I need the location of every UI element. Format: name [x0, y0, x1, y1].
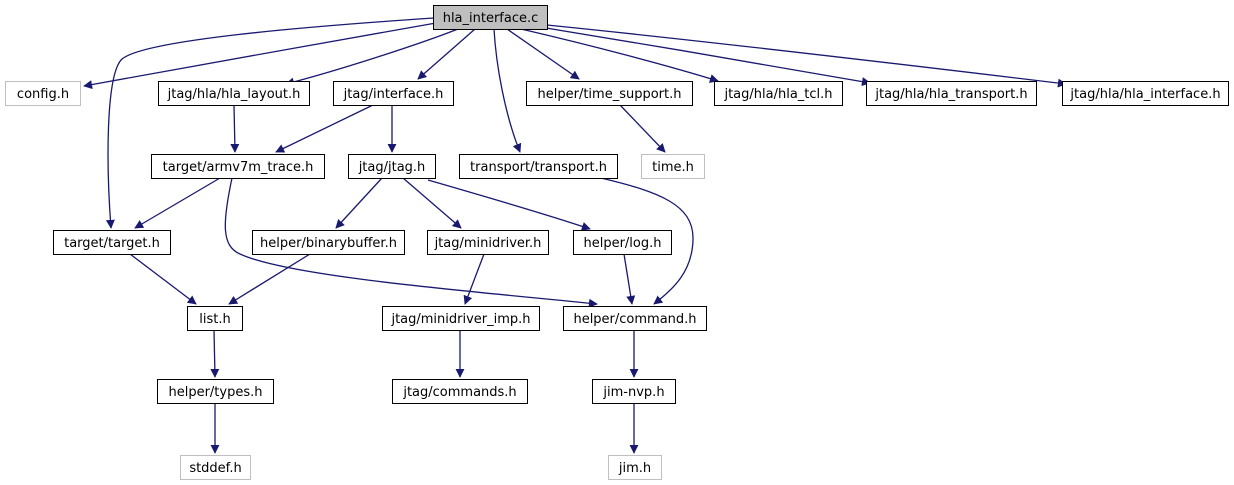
node-box — [459, 154, 618, 179]
node-list-h[interactable]: list.h — [187, 306, 243, 331]
edge-log_h-to-command_h — [623, 253, 636, 305]
node-command-h[interactable]: helper/command.h — [563, 306, 707, 331]
node-box — [433, 5, 548, 30]
node-hla-transport-h[interactable]: jtag/hla/hla_transport.h — [866, 81, 1037, 106]
edge-minidriver_h-to-minidriver_imp_h — [463, 253, 485, 305]
node-types-h[interactable]: helper/types.h — [157, 379, 274, 404]
node-label: helper/types.h — [168, 385, 262, 400]
node-box — [158, 81, 310, 106]
node-label: jtag/hla/hla_transport.h — [874, 87, 1027, 102]
node-label: transport/transport.h — [470, 160, 607, 175]
node-box — [392, 379, 528, 404]
node-label: stddef.h — [189, 461, 241, 476]
node-label: jim-nvp.h — [602, 385, 664, 400]
nodes-layer: hla_interface.c config.h jtag/hla/hla_layo… — [5, 5, 1229, 480]
node-transport-h[interactable]: transport/transport.h — [459, 154, 618, 179]
node-label: helper/log.h — [583, 236, 661, 251]
node-root: hla_interface.c — [433, 5, 548, 30]
node-box — [252, 230, 405, 255]
node-label: hla_interface.c — [443, 11, 539, 26]
node-box — [180, 455, 251, 480]
node-hla-tcl-h[interactable]: jtag/hla/hla_tcl.h — [714, 81, 843, 106]
edge-root-to-transport_h — [493, 28, 522, 153]
node-label: jim.h — [618, 461, 651, 476]
edge-transport_h-to-command_h — [600, 177, 694, 305]
edge-root-to-hla_tcl_h — [520, 28, 719, 83]
node-box — [5, 81, 81, 106]
node-minidriver-h[interactable]: jtag/minidriver.h — [427, 230, 549, 255]
node-box — [427, 230, 549, 255]
edge-interface_h-to-armv7m_trace_h — [275, 104, 374, 153]
node-box — [151, 154, 325, 179]
node-jim-nvp-h[interactable]: jim-nvp.h — [592, 379, 676, 404]
node-label: list.h — [199, 312, 230, 327]
edge-list_h-to-types_h — [210, 329, 220, 378]
edge-root-to-interface_h — [417, 28, 476, 80]
edge-root-to-hla_layout_h — [285, 28, 459, 87]
node-label: jtag/hla/hla_interface.h — [1069, 87, 1220, 102]
node-box — [573, 230, 672, 255]
node-label: jtag/commands.h — [402, 385, 516, 400]
node-armv7m-trace-h[interactable]: target/armv7m_trace.h — [151, 154, 325, 179]
edge-root-to-hla_interface_h — [546, 24, 1067, 88]
edge-armv7m_trace_h-to-target_h — [134, 177, 221, 229]
node-box — [157, 379, 274, 404]
edge-time_support_h-to-time_h — [619, 104, 666, 153]
node-label: time.h — [652, 160, 694, 175]
edge-hla_layout_h-to-armv7m_trace_h — [230, 104, 240, 153]
edge-root-to-hla_transport_h — [539, 26, 871, 87]
node-box — [1062, 81, 1229, 106]
node-binarybuffer-h[interactable]: helper/binarybuffer.h — [252, 230, 405, 255]
node-box — [348, 154, 436, 179]
node-label: jtag/minidriver.h — [434, 236, 542, 251]
node-label: config.h — [17, 87, 69, 102]
node-box — [333, 81, 454, 106]
node-box — [563, 306, 707, 331]
node-label: jtag/hla/hla_layout.h — [167, 87, 301, 102]
node-label: helper/binarybuffer.h — [260, 236, 397, 251]
edge-jtag_h-to-binarybuffer_h — [335, 177, 383, 229]
node-stddef-h: stddef.h — [180, 455, 251, 480]
node-box — [608, 455, 662, 480]
node-label: target/armv7m_trace.h — [163, 160, 314, 175]
node-label: target/target.h — [64, 236, 160, 251]
node-box — [641, 154, 705, 179]
node-box — [866, 81, 1037, 106]
node-time-support-h[interactable]: helper/time_support.h — [526, 81, 693, 106]
node-interface-h[interactable]: jtag/interface.h — [333, 81, 454, 106]
edge-target_h-to-list_h — [129, 253, 197, 305]
node-label: helper/command.h — [573, 312, 696, 327]
edge-jtag_h-to-log_h — [427, 179, 591, 231]
edge-jtag_h-to-minidriver_h — [402, 177, 462, 229]
node-box — [382, 306, 540, 331]
node-time-h: time.h — [641, 154, 705, 179]
edge-root-to-config_h — [83, 22, 437, 90]
edge-armv7m_trace_h-to-command_h — [224, 177, 598, 308]
node-label: jtag/hla/hla_tcl.h — [723, 87, 832, 102]
node-config-h: config.h — [5, 81, 81, 106]
node-box — [714, 81, 843, 106]
node-log-h[interactable]: helper/log.h — [573, 230, 672, 255]
node-box — [187, 306, 243, 331]
edge-binarybuffer_h-to-list_h — [228, 253, 311, 305]
node-box — [592, 379, 676, 404]
node-commands-h[interactable]: jtag/commands.h — [392, 379, 528, 404]
node-hla-layout-h[interactable]: jtag/hla/hla_layout.h — [158, 81, 310, 106]
edges-layer — [83, 17, 1067, 454]
node-label: helper/time_support.h — [538, 87, 682, 102]
node-box — [526, 81, 693, 106]
node-target-h[interactable]: target/target.h — [53, 230, 171, 255]
node-label: jtag/jtag.h — [358, 160, 426, 175]
node-jtag-h[interactable]: jtag/jtag.h — [348, 154, 436, 179]
edge-root-to-time_support_h — [506, 28, 580, 80]
edge-root-to-target_h — [105, 17, 435, 229]
node-label: jtag/interface.h — [343, 87, 444, 102]
node-hla-interface-h[interactable]: jtag/hla/hla_interface.h — [1062, 81, 1229, 106]
node-jim-h: jim.h — [608, 455, 662, 480]
node-minidriver-imp-h[interactable]: jtag/minidriver_imp.h — [382, 306, 540, 331]
node-box — [53, 230, 171, 255]
node-label: jtag/minidriver_imp.h — [390, 312, 530, 327]
